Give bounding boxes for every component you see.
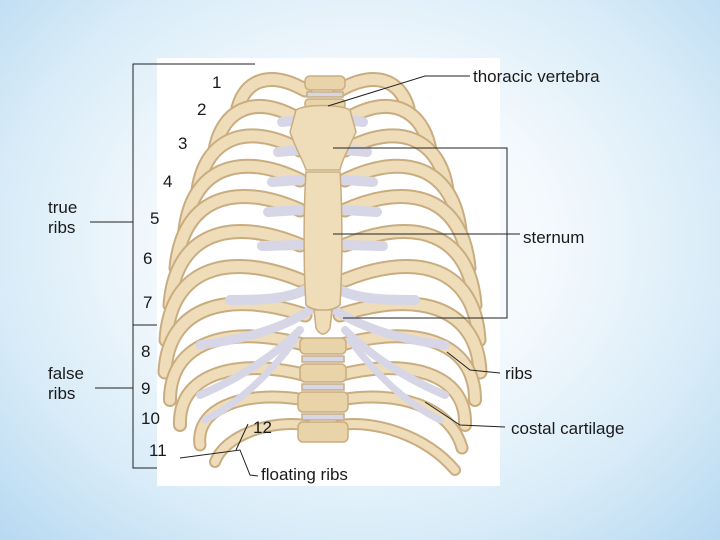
thoracic-vertebra-leader — [327, 75, 470, 107]
floating-ribs-leader-12 — [235, 423, 249, 451]
ribs-leader — [446, 351, 501, 374]
rib-number-1: 1 — [212, 73, 222, 92]
sternum-body — [303, 171, 343, 311]
rib-number-2: 2 — [197, 100, 207, 119]
rib-number-8: 8 — [141, 342, 151, 361]
false-ribs-bracket — [132, 324, 157, 469]
leader-lines — [90, 63, 520, 477]
true-ribs-label: true ribs — [48, 198, 108, 238]
ribs-label: ribs — [505, 364, 533, 383]
true-ribs-line2: ribs — [48, 218, 76, 237]
rib-number-5: 5 — [150, 209, 160, 228]
xiphoid-process — [313, 309, 333, 335]
true-ribs-line1: true — [48, 198, 78, 217]
rib-number-11: 11 — [149, 441, 167, 460]
false-ribs-line2: ribs — [48, 384, 76, 403]
costal-cartilage-label: costal cartilage — [511, 419, 625, 438]
floating-ribs-label: floating ribs — [261, 465, 348, 484]
rib-number-10: 10 — [141, 409, 160, 428]
spine — [297, 337, 349, 443]
rib-number-12: 12 — [253, 418, 272, 437]
ribs-right — [332, 72, 488, 476]
rib-number-3: 3 — [178, 134, 188, 153]
rib-number-6: 6 — [143, 249, 153, 268]
thoracic-vertebra-label: thoracic vertebra — [473, 67, 600, 86]
false-ribs-line1: false — [48, 364, 84, 383]
rib-number-9: 9 — [141, 379, 151, 398]
sternum-bone — [289, 104, 357, 335]
rib-number-4: 4 — [163, 172, 173, 191]
manubrium — [289, 104, 357, 171]
costal-cartilage-leader — [424, 401, 506, 428]
top-vertebra — [304, 75, 346, 110]
floating-ribs-leader — [179, 449, 259, 477]
costal-cartilages — [195, 115, 450, 424]
false-ribs-label: false ribs — [48, 364, 108, 404]
sternum-label: sternum — [523, 228, 585, 247]
rib-number-7: 7 — [143, 293, 153, 312]
sternum-bracket — [333, 147, 508, 319]
